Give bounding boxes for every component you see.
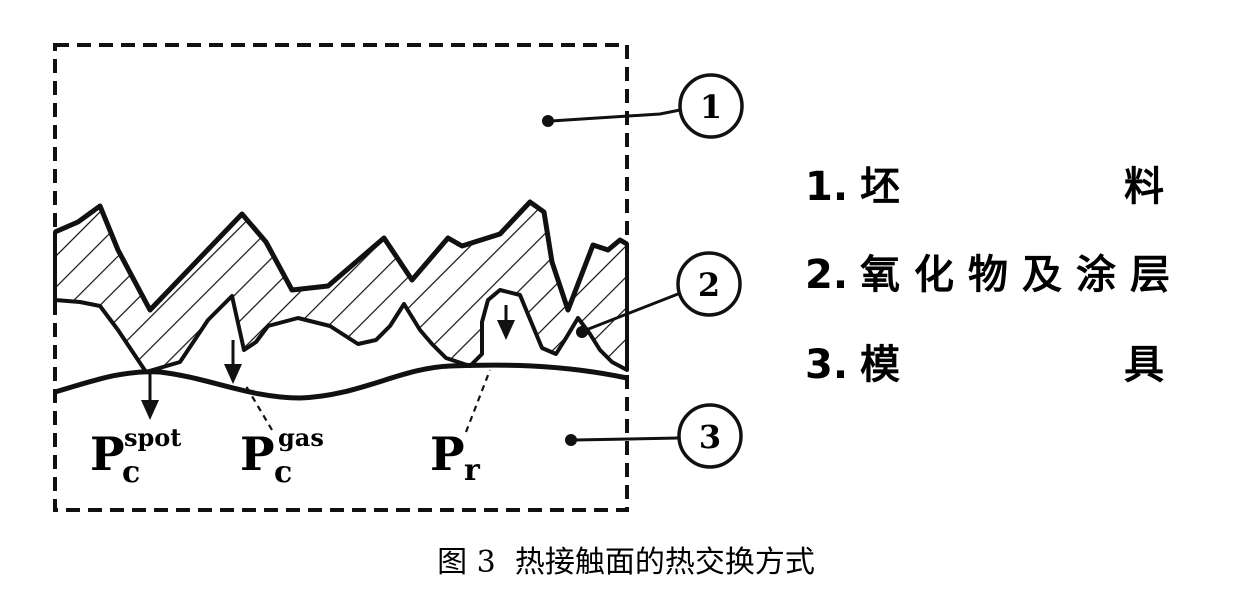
legend-text-3-right: 具 [1124, 342, 1164, 388]
callout-circle-1 [678, 73, 744, 139]
spot-pressure-sub: c [122, 455, 140, 490]
callout-leader-3 [573, 436, 680, 442]
legend-text-1-right: 料 [1124, 164, 1164, 210]
callout-number-1: 1 [700, 88, 722, 126]
spot-contact-arrow [141, 372, 159, 420]
legend-text-3-left: 模 [860, 342, 900, 388]
radiation-pressure-main: P [430, 427, 465, 481]
gas-pressure-sup: gas [278, 423, 324, 452]
spot-pressure-sup: spot [124, 423, 181, 452]
callout-number-2: 2 [698, 266, 720, 304]
legend: 1. 坯 料 2. 氧化物及涂层 3. 模 具 [805, 164, 1170, 388]
billet-surface-line [54, 199, 629, 313]
callout-dot-2 [576, 326, 588, 338]
radiation-pressure-label: P r [430, 427, 481, 488]
gas-pressure-main: P [240, 427, 275, 481]
callout-circle-3 [677, 403, 743, 469]
gas-pressure-sub: c [274, 455, 292, 490]
legend-text-1-left: 坯 [860, 164, 900, 210]
die-surface-line [54, 362, 628, 401]
callout-number-3: 3 [699, 418, 721, 456]
callout-dot-1 [542, 115, 554, 127]
callout-leader-1 [550, 108, 681, 123]
spot-pressure-main: P [90, 427, 125, 481]
callout-dot-3 [565, 434, 577, 446]
gas-pressure-label: P gas c [240, 423, 324, 490]
gas-pocket-outline [480, 288, 557, 356]
spot-pressure-label: P spot c [90, 423, 181, 490]
radiation-pointer-line [464, 369, 492, 433]
legend-text-2: 氧化物及涂层 [860, 252, 1170, 298]
gas-pointer-line [245, 385, 273, 431]
gas-conduction-arrow [224, 340, 242, 384]
figure-caption: 图 3 热接触面的热交换方式 [437, 545, 815, 580]
callout-circle-2 [676, 251, 742, 317]
radiation-arrow [497, 305, 515, 340]
legend-number-3: 3. [805, 342, 848, 388]
radiation-pressure-sub: r [464, 453, 481, 488]
legend-number-2: 2. [805, 252, 848, 298]
callout-leader-2 [585, 292, 679, 332]
legend-number-1: 1. [805, 164, 848, 210]
